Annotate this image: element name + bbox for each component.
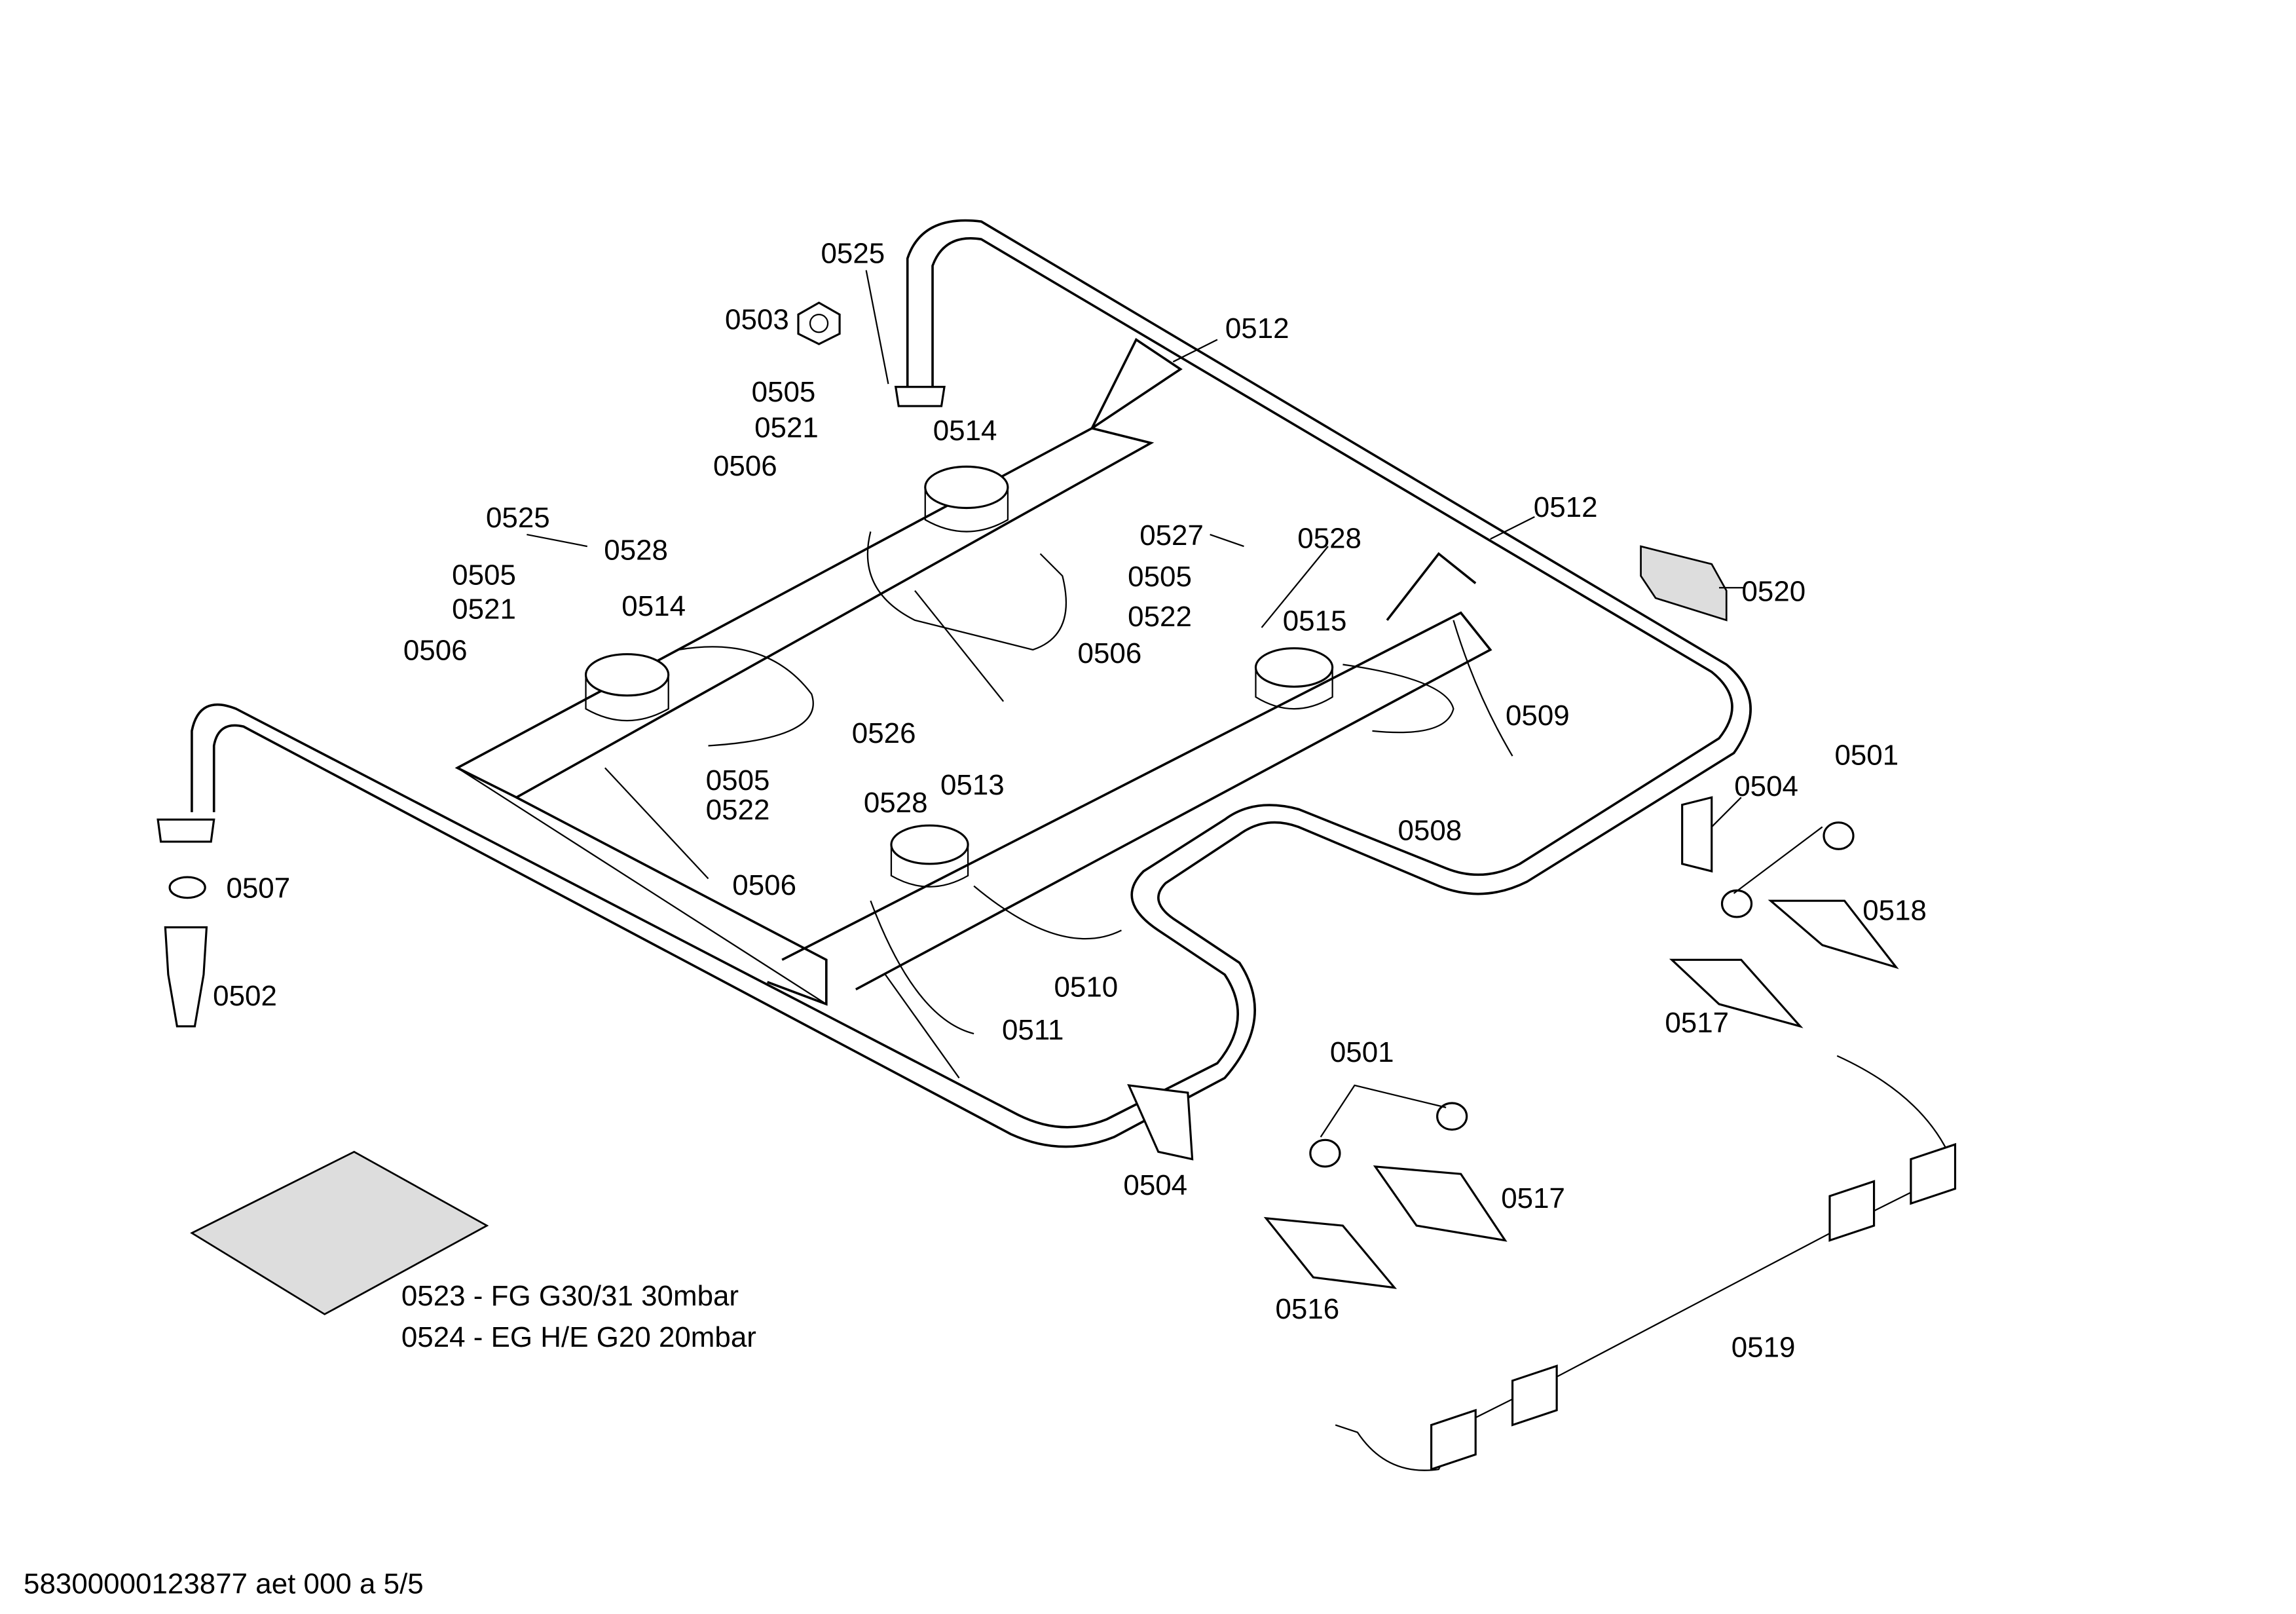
callout-label: 0501 — [1834, 740, 1898, 772]
callout-label: 0522 — [706, 794, 770, 826]
callout-label: 0512 — [1534, 491, 1598, 523]
callout-label: 0505 — [752, 376, 816, 408]
callout-label: 0506 — [1078, 637, 1142, 669]
callout-label: 0502 — [213, 980, 277, 1012]
callout-label: 0505 — [706, 764, 770, 797]
callout-label: 0503 — [725, 304, 789, 336]
callout-label: 0513 — [940, 769, 1005, 801]
callout-label: 0504 — [1123, 1169, 1187, 1201]
callout-label: 0514 — [621, 590, 686, 622]
callout-label: 0505 — [1128, 561, 1192, 593]
callout-label: 0508 — [1398, 815, 1462, 847]
callout-label: 0515 — [1283, 605, 1347, 637]
small-parts — [164, 301, 1899, 1315]
callout-label: 0520 — [1741, 576, 1805, 608]
burner-housings — [584, 465, 1334, 888]
injector-kit-note-eg: 0524 - EG H/E G20 20mbar — [401, 1321, 756, 1353]
callout-label: 0511 — [1002, 1014, 1064, 1046]
callout-label: 0510 — [1054, 971, 1119, 1004]
callout-label: 0517 — [1665, 1007, 1729, 1039]
burner-tray — [454, 337, 1492, 1006]
callout-label: 0506 — [403, 635, 468, 667]
callout-label: 0518 — [1862, 894, 1927, 926]
ignition-harness — [1335, 1055, 1957, 1471]
callout-label: 0519 — [1731, 1332, 1796, 1364]
callout-label: 0512 — [1225, 312, 1289, 345]
callout-label: 0506 — [732, 869, 796, 901]
callout-label: 0509 — [1506, 700, 1570, 732]
callout-label: 0507 — [226, 873, 290, 905]
callout-labels: 0525 0503 0512 0505 0521 0514 0506 0512 … — [213, 237, 1927, 1363]
callout-label: 0501 — [1330, 1036, 1394, 1068]
callout-label: 0527 — [1139, 519, 1204, 552]
callout-label: 0528 — [864, 787, 928, 819]
callout-label: 0504 — [1734, 770, 1798, 802]
callout-label: 0521 — [452, 593, 516, 626]
callout-label: 0525 — [486, 502, 550, 534]
gas-pipes — [604, 531, 1513, 1079]
callout-label: 0517 — [1501, 1182, 1565, 1214]
callout-label: 0525 — [821, 237, 885, 269]
callout-label: 0526 — [852, 717, 916, 749]
callout-label: 0506 — [713, 450, 777, 482]
callout-label: 0505 — [452, 559, 516, 591]
leader-lines — [527, 270, 1823, 1138]
callout-label: 0522 — [1128, 601, 1192, 633]
document-footer: 58300000123877 aet 000 a 5/5 — [24, 1567, 424, 1600]
callout-label: 0514 — [933, 415, 997, 447]
callout-label: 0516 — [1275, 1293, 1339, 1325]
callout-label: 0521 — [754, 411, 819, 443]
callout-label: 0528 — [1297, 522, 1361, 554]
callout-label: 0528 — [604, 534, 668, 566]
injector-kit-note-fg: 0523 - FG G30/31 30mbar — [401, 1280, 739, 1312]
gas-supply-frame — [157, 219, 1752, 1148]
